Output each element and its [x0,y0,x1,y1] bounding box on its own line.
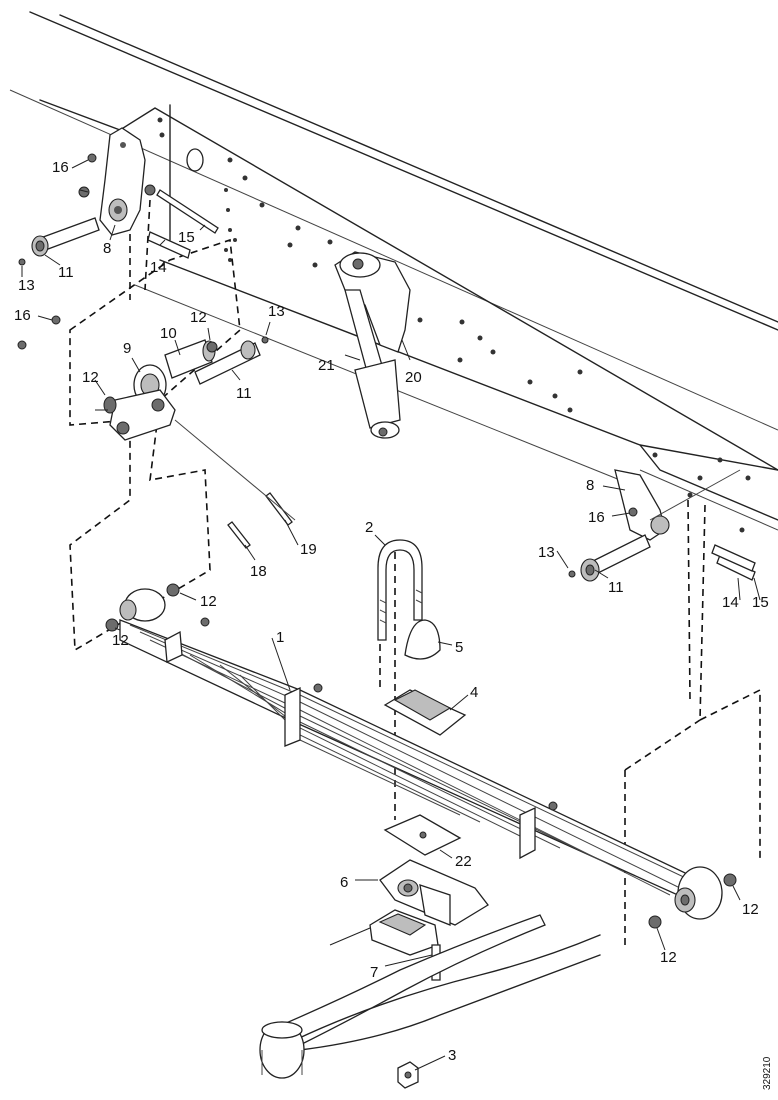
callout-11-b: 11 [236,385,252,402]
front-spring-hanger-bracket [99,127,146,236]
leaf-spring-pack [119,588,723,920]
callout-labels: 16 8 15 14 11 13 16 9 10 12 13 11 12 21 … [14,159,769,1064]
callout-1: 1 [276,629,284,646]
callout-13-b: 13 [268,303,285,320]
callout-12-a: 12 [190,309,207,326]
callout-14-a: 14 [150,259,167,276]
callout-16-a: 16 [52,159,69,176]
callout-15-b: 15 [752,594,769,611]
callout-12-b: 12 [82,369,99,386]
callout-9: 9 [123,340,131,357]
callout-16-b: 16 [14,307,31,324]
callout-4: 4 [470,684,478,701]
callout-leader-lines [21,159,761,1071]
u-bolt [377,539,423,641]
bump-stop [404,619,441,660]
callout-15-a: 15 [178,229,195,246]
callout-11-a: 11 [58,264,74,281]
spring-spacer-block [383,689,467,736]
rear-spring-hanger-bracket [614,469,670,541]
eye-washers [105,583,737,929]
callout-21: 22 [455,853,472,870]
callout-16-c: 16 [588,509,605,526]
spring-shackle-assembly [17,315,269,441]
callout-12-d: 12 [112,632,129,649]
callout-5: 5 [455,639,463,656]
bracket-bolts-right [649,469,756,581]
rubber-pad [369,909,439,956]
callout-19: 20 [405,369,422,386]
spring-pin-right [568,534,651,582]
shock-absorber [334,251,411,439]
callout-17: 18 [250,563,267,580]
grease-nipple-upper-left [18,258,26,266]
u-bolt-nut [397,1061,419,1089]
callout-7: 7 [370,964,378,981]
callout-6: 6 [340,874,348,891]
callout-8-b: 8 [586,477,594,494]
callout-10: 10 [160,325,177,342]
washers-upper [78,153,97,198]
callout-11-c: 11 [608,579,624,596]
callout-12-f: 12 [660,949,677,966]
axle-seat-plate [383,814,462,856]
callout-3: 3 [448,1047,456,1064]
drawing-number: 329210 [762,1056,773,1090]
front-axle-beam [259,914,601,1079]
callout-14-b: 14 [722,594,739,611]
bracket-bolts-upper [144,184,219,259]
callout-20: 21 [318,357,335,374]
callout-2: 2 [365,519,373,536]
callout-13-a: 13 [18,277,35,294]
callout-12-e: 12 [742,901,759,918]
axle-seat-bracket [379,859,489,926]
shackle-bolts [174,419,296,549]
callout-12-c: 12 [200,593,217,610]
callout-8-a: 8 [103,240,111,257]
callout-18: 19 [300,541,317,558]
callout-13-c: 13 [538,544,555,561]
spring-pin-upper-left [31,217,100,257]
